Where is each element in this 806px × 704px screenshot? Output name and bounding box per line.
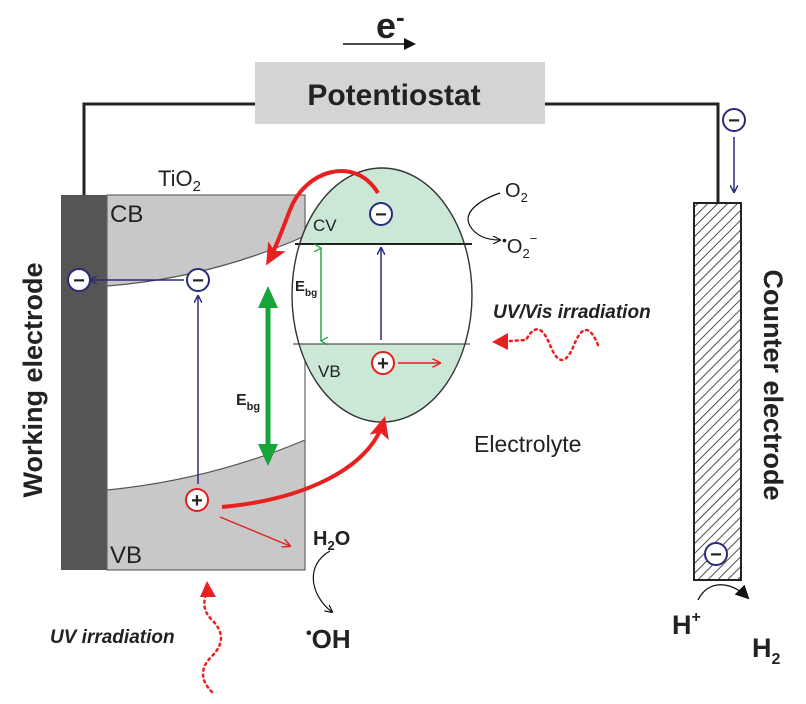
water-label: H2O bbox=[313, 528, 350, 553]
uv-vis-irradiation-label: UV/Vis irradiation bbox=[493, 302, 651, 323]
tio2-bandgap-arrow bbox=[258, 286, 278, 466]
svg-text:−: − bbox=[728, 110, 740, 132]
oxygen-main: O bbox=[505, 180, 521, 202]
superoxide-main: O bbox=[507, 236, 523, 258]
uv-irradiation-wave bbox=[200, 581, 223, 694]
water-sub: 2 bbox=[327, 538, 334, 553]
oxygen-label: O2 bbox=[505, 180, 528, 205]
electrolyte-label: Electrolyte bbox=[474, 431, 581, 457]
tio2-electron: − bbox=[186, 268, 210, 292]
electron-flow-superscript: - bbox=[396, 2, 405, 32]
sensitizer-ebg-label: Ebg bbox=[295, 278, 317, 299]
sensitizer-ebg-main: E bbox=[295, 278, 305, 295]
sensitizer-vb-label: VB bbox=[318, 362, 341, 381]
electron-flow-indicator: e- bbox=[343, 2, 416, 50]
electron-flow-label: e bbox=[376, 5, 396, 46]
hydrogen-sub: 2 bbox=[772, 651, 781, 668]
sensitizer-electron: − bbox=[369, 202, 393, 226]
tio2-cb-label: CB bbox=[110, 201, 143, 228]
tio2-label-main: TiO bbox=[158, 166, 193, 191]
tio2-ebg-sub: bg bbox=[247, 401, 260, 413]
potentiostat-label: Potentiostat bbox=[307, 79, 480, 112]
uv-irradiation-label: UV irradiation bbox=[50, 627, 175, 648]
superoxide-label: •O2− bbox=[502, 231, 537, 261]
working-electrode bbox=[61, 195, 107, 570]
tio2-hole: + bbox=[185, 488, 209, 512]
oxygen-reduction-arrow bbox=[467, 192, 500, 240]
hydrogen-evolution-arrow bbox=[697, 584, 750, 601]
svg-text:−: − bbox=[710, 544, 722, 566]
superoxide-sub: 2 bbox=[522, 246, 529, 261]
hydroxyl-radical-label: •OH bbox=[306, 624, 351, 654]
water-tail: O bbox=[335, 528, 351, 550]
superoxide-sup: − bbox=[530, 231, 538, 246]
svg-text:e-: e- bbox=[376, 2, 405, 46]
water-main: H bbox=[313, 528, 327, 550]
counter-wire-electron: − bbox=[722, 108, 746, 132]
counter-electrode-electron: − bbox=[704, 542, 728, 566]
proton-sup: + bbox=[692, 609, 701, 626]
svg-text:+: + bbox=[191, 490, 203, 512]
tio2-label-sub: 2 bbox=[193, 178, 201, 195]
circuit-wire-left bbox=[82, 102, 255, 195]
electron-injection-arrow bbox=[266, 169, 380, 266]
hole-regeneration-arrow bbox=[221, 416, 389, 509]
svg-text:+: + bbox=[377, 353, 389, 375]
counter-electrode-label: Counter electrode bbox=[758, 269, 788, 500]
tio2-ebg-label: Ebg bbox=[236, 392, 260, 413]
uv-vis-irradiation-wave bbox=[492, 328, 600, 362]
superoxide-dot: • bbox=[502, 232, 507, 248]
svg-text:−: − bbox=[375, 204, 387, 226]
tio2-hole-to-water-arrow bbox=[219, 516, 290, 546]
electrode-electron: − bbox=[67, 268, 91, 292]
working-electrode-label: Working electrode bbox=[18, 262, 48, 497]
sensitizer-ellipse bbox=[291, 167, 473, 423]
oxygen-sub: 2 bbox=[521, 190, 528, 205]
sensitizer-cb-label: CV bbox=[313, 216, 337, 235]
tio2-label: TiO2 bbox=[158, 166, 201, 195]
sensitizer-hole: + bbox=[371, 351, 395, 375]
sensitizer-ebg-sub: bg bbox=[305, 288, 317, 299]
potentiostat-box bbox=[255, 62, 545, 124]
proton-label: H+ bbox=[672, 609, 701, 640]
tio2-semiconductor bbox=[106, 194, 306, 571]
svg-text:−: − bbox=[73, 270, 85, 292]
hydrogen-label: H2 bbox=[752, 633, 781, 668]
svg-text:−: − bbox=[192, 270, 204, 292]
hydroxyl-main: OH bbox=[312, 624, 351, 654]
circuit-wire-right bbox=[545, 102, 720, 203]
hydrogen-main: H bbox=[752, 633, 772, 663]
tio2-ebg-main: E bbox=[236, 392, 247, 409]
proton-main: H bbox=[672, 610, 692, 640]
hydroxyl-dot: • bbox=[306, 625, 312, 642]
water-oxidation-arrow bbox=[312, 550, 332, 612]
tio2-vb-label: VB bbox=[110, 542, 142, 569]
counter-electrode bbox=[693, 202, 742, 581]
